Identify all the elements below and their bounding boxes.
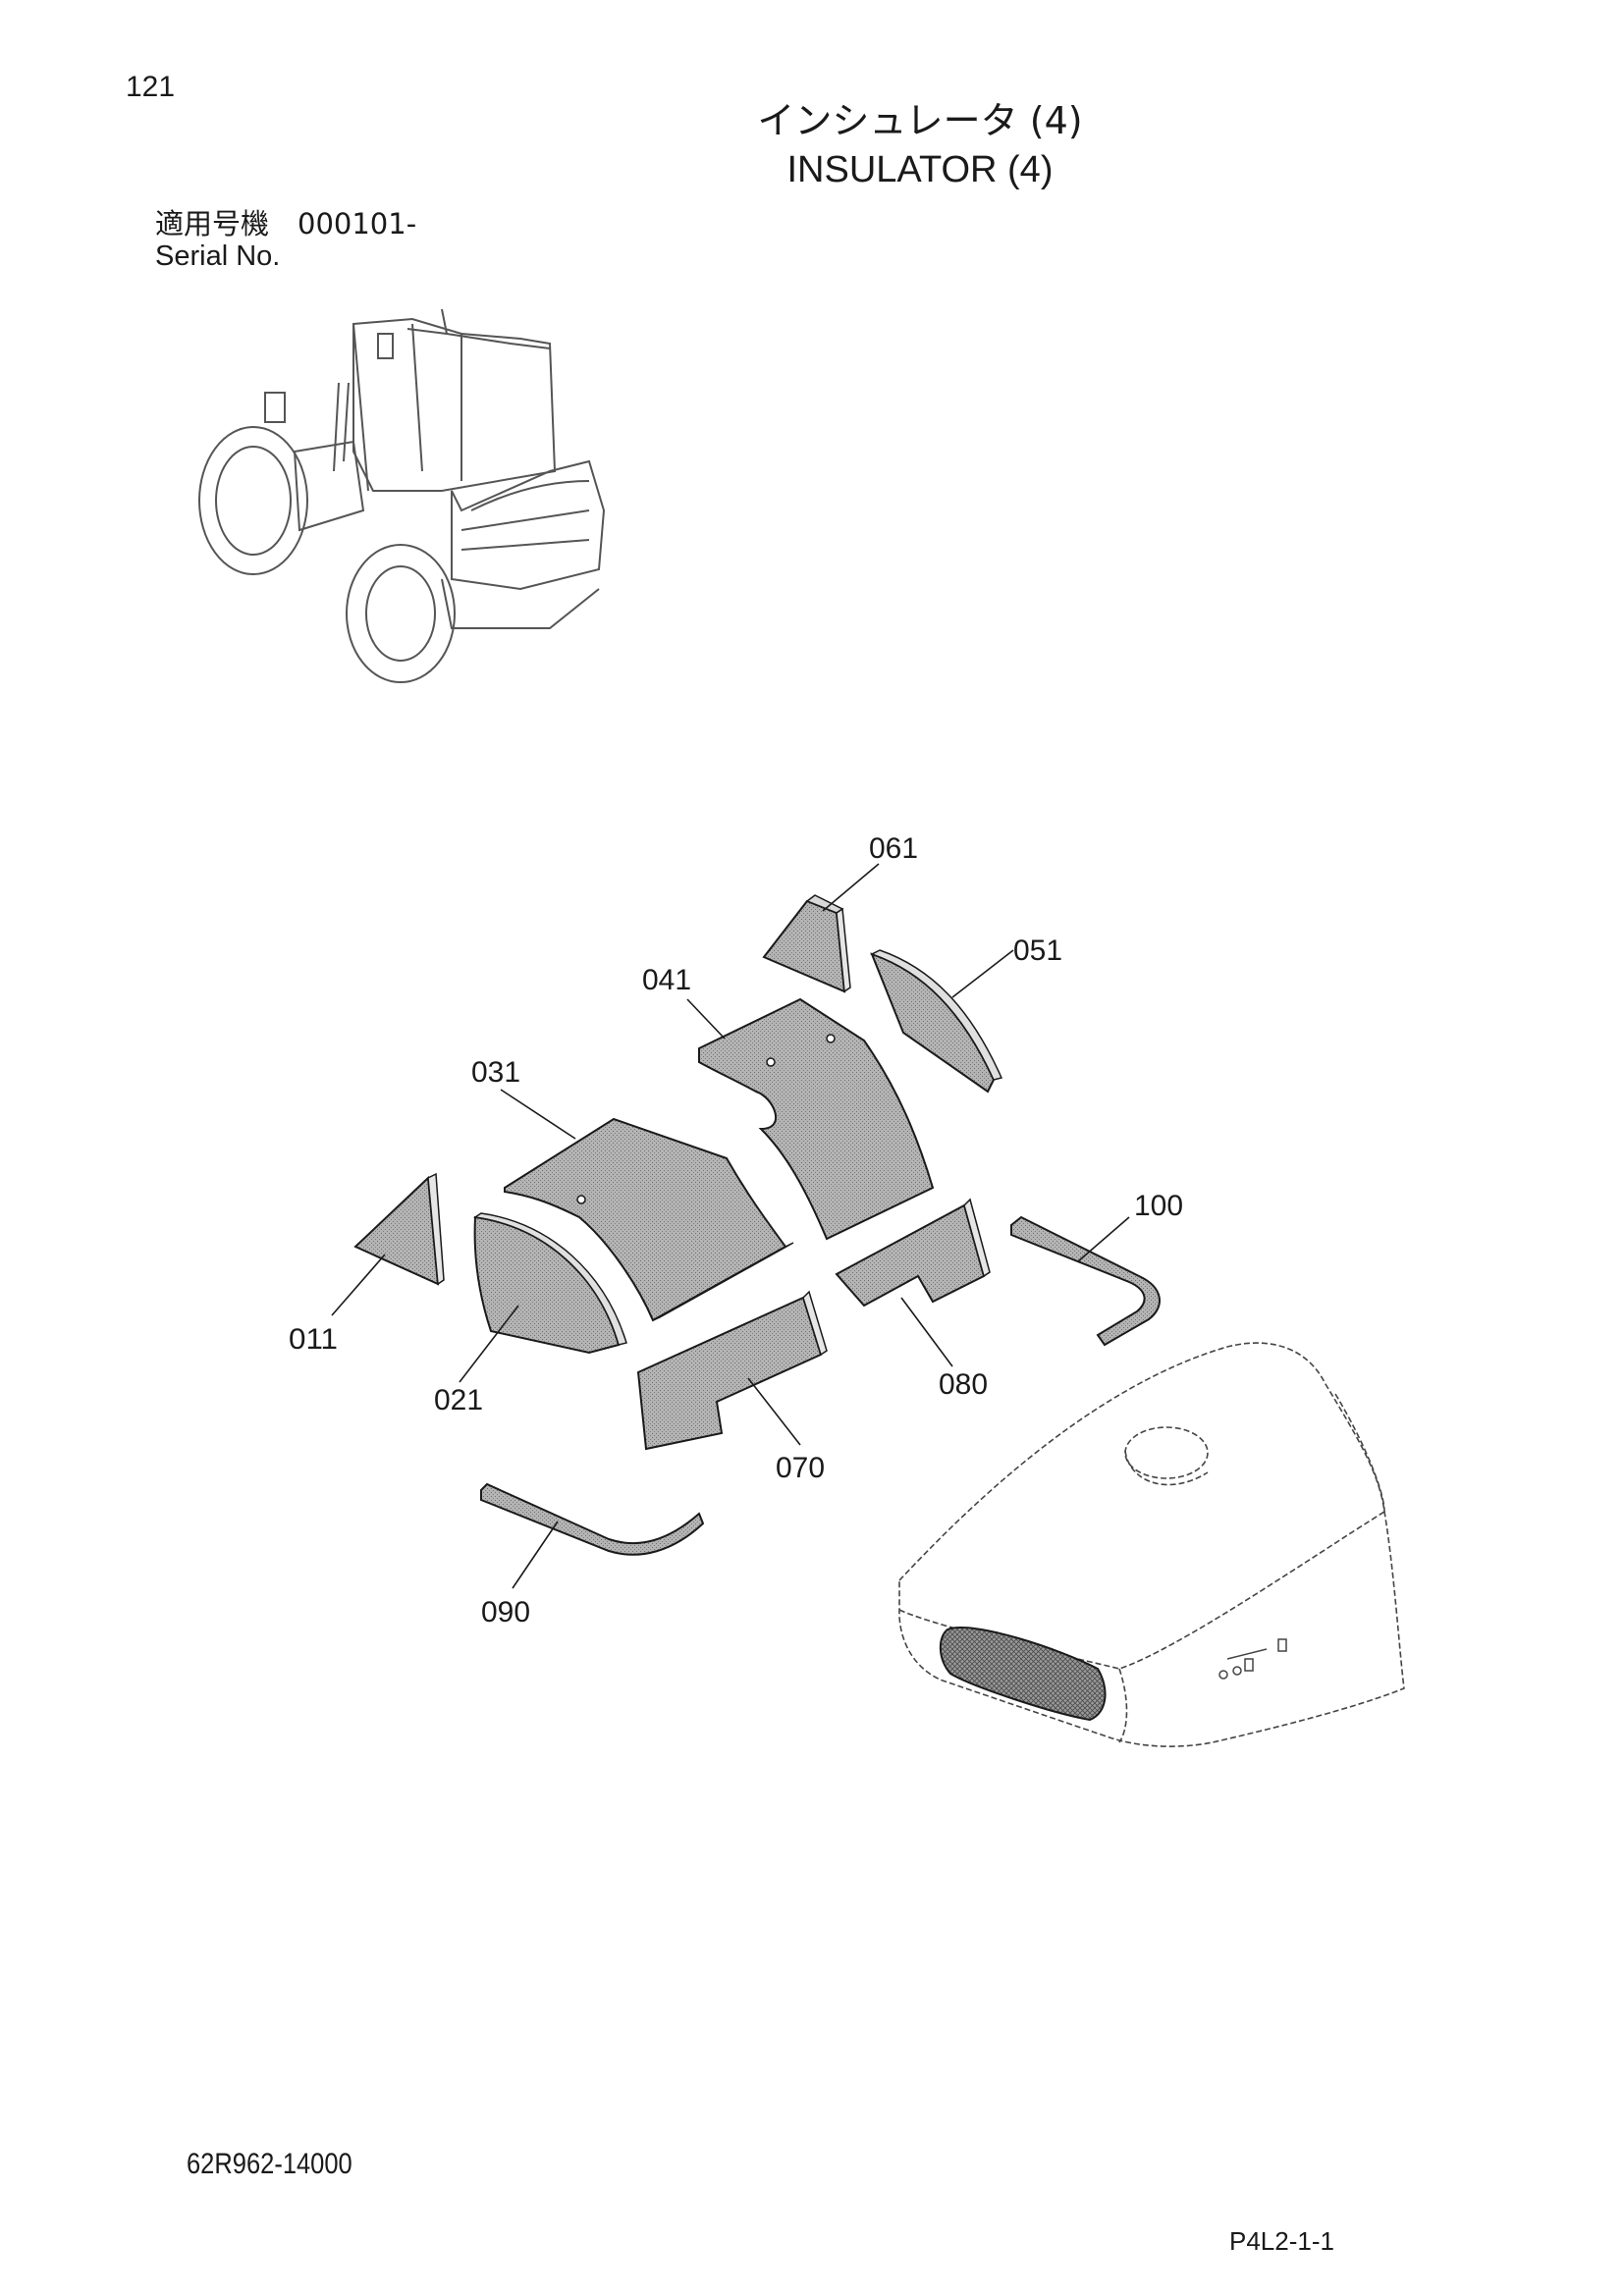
strip-090 [480,1482,705,1556]
rear-counterweight [441,578,600,629]
panel-041 [698,997,935,1241]
front-frame [293,440,365,532]
leader-lines [331,863,1130,1589]
hood-dome [1124,1426,1209,1479]
cab-outline [352,317,557,492]
panel-051 [870,949,1003,1094]
page-code: P4L2-1-1 [1229,2226,1334,2256]
engine-hood [451,459,606,591]
page-title-japanese: インシュレータ (4) [757,99,1083,142]
rear-tire [346,544,456,683]
strip-100 [1010,1215,1161,1347]
page-title-english: INSULATOR (4) [786,149,1054,190]
callout-041: 041 [642,964,691,996]
page-number: 121 [126,71,176,103]
hood-grille [939,1627,1107,1722]
serial-label-english: Serial No. [155,240,281,272]
panel-031 [504,1117,794,1322]
callout-080: 080 [939,1368,988,1401]
mirror [264,392,286,423]
callout-100: 100 [1134,1190,1183,1222]
panel-061 [762,894,851,993]
callout-070: 070 [776,1452,825,1484]
callout-031: 031 [471,1056,520,1089]
panel-021 [472,1212,627,1355]
callout-051: 051 [1013,934,1062,967]
callout-061: 061 [869,832,918,865]
callout-090: 090 [481,1596,530,1629]
machine-overview-illustration [198,308,606,683]
callout-021: 021 [434,1384,483,1416]
panel-070 [636,1290,828,1451]
hood-latches [1218,1638,1287,1680]
handrail [333,382,350,472]
serial-label-japanese: 適用号機 000101- [155,207,417,240]
part-number: 62R962-14000 [187,2148,352,2180]
panel-080 [835,1198,991,1308]
panel-011 [353,1172,445,1286]
callout-011: 011 [289,1323,338,1356]
front-tire [198,426,308,575]
cab-roof [406,328,551,349]
